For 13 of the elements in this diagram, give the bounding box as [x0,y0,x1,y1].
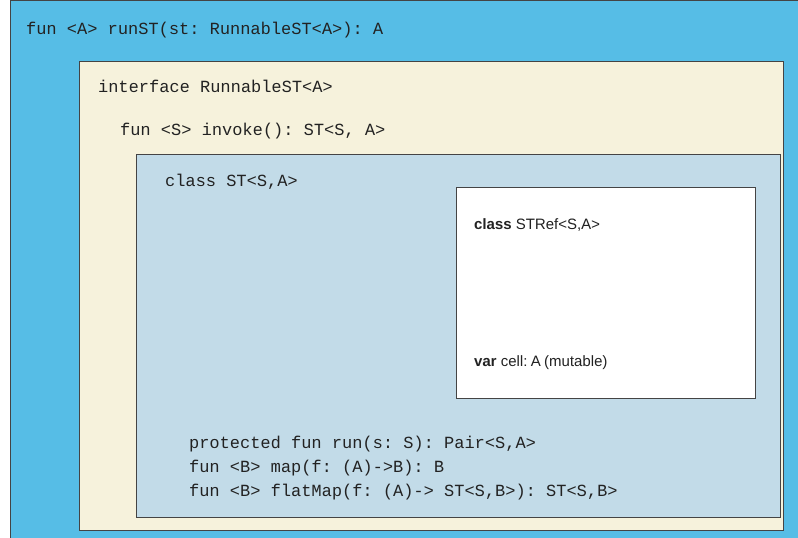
heading-text: fun <A> runST(st: RunnableST<A>): A [26,21,384,40]
code-line: fun <B> flatMap(f: (A)-> ST<S,B>): ST<S,B> [189,483,618,502]
heading-text: class ST<S,A> [165,173,298,192]
code-line: fun <B> map(f: (A)->B): B [189,459,444,478]
code-line: var cell: A (mutable) [474,353,608,370]
heading-text: class STRef<S,A> [474,216,600,233]
class-panel [136,154,781,518]
code-line: protected fun run(s: S): Pair<S,A> [189,435,536,454]
heading-text: interface RunnableST<A> [98,79,333,98]
interface-panel [79,61,784,531]
outer-panel [10,0,798,538]
code-line: fun <S> invoke(): ST<S, A> [120,122,386,141]
class-box [456,187,756,399]
